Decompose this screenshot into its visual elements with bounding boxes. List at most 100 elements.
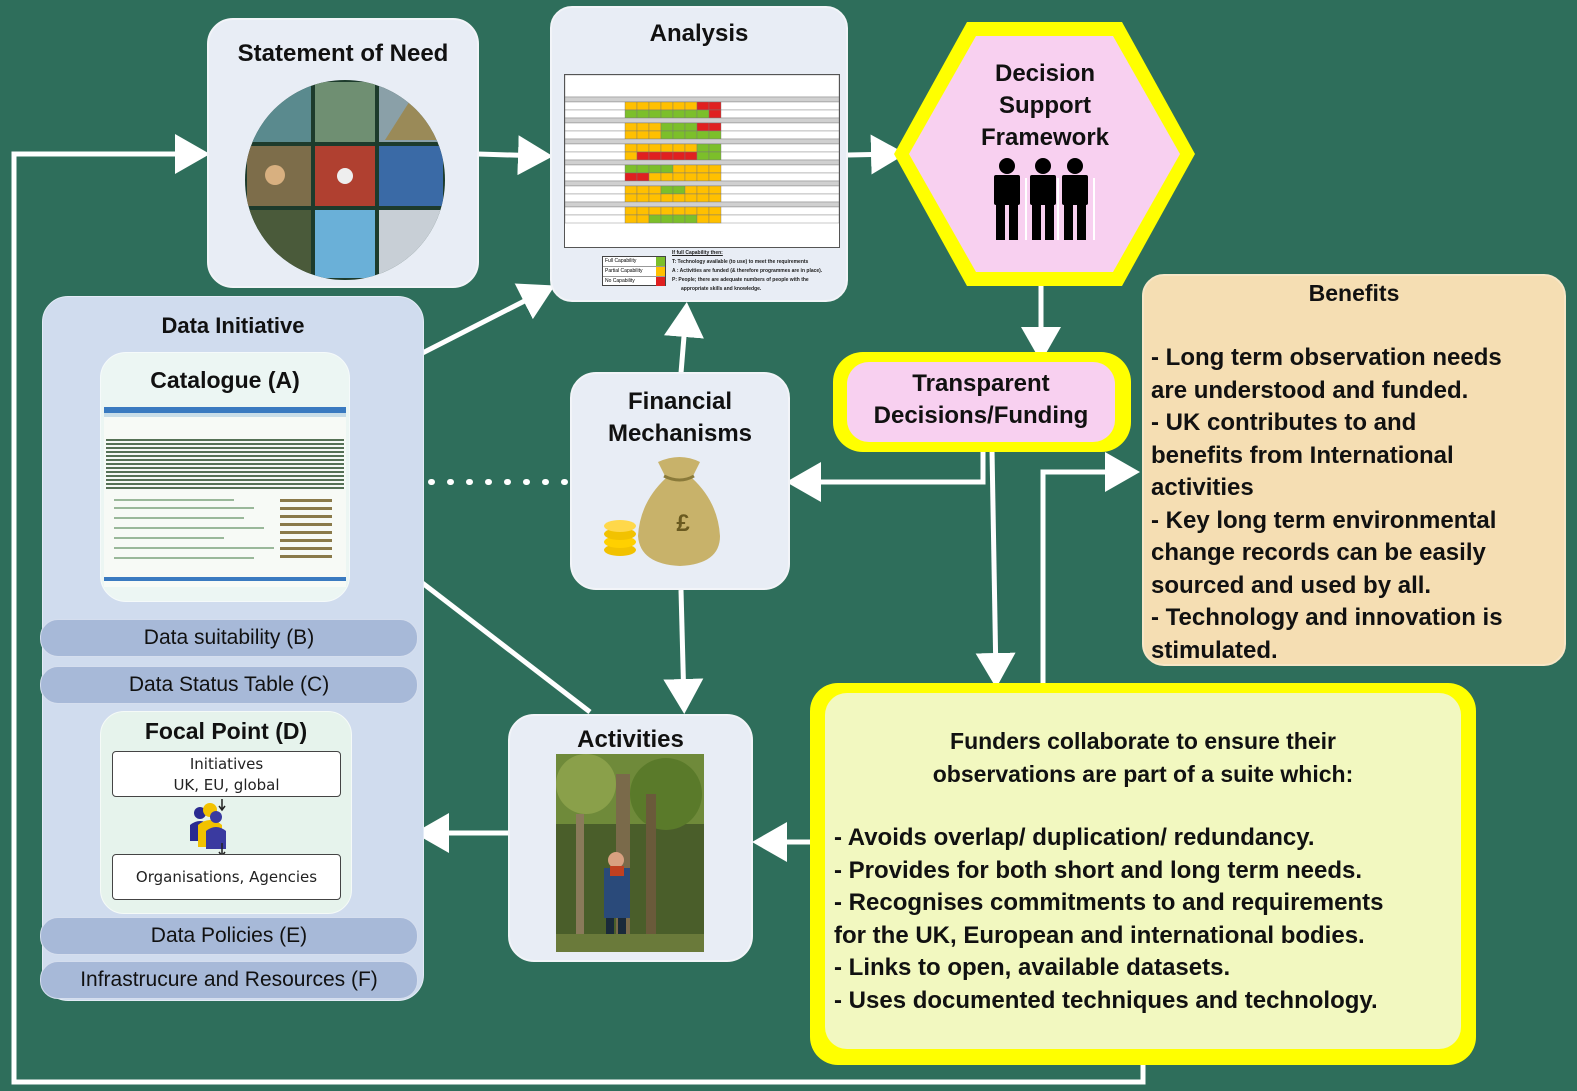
benefits-title: Benefits bbox=[1308, 280, 1400, 306]
table-cell bbox=[684, 206, 698, 216]
benefit-line: stimulated. bbox=[1151, 636, 1278, 664]
funders-box: Funders collaborate to ensure their obse… bbox=[825, 693, 1461, 1049]
notes-t: T: Technology available (to use) to meet… bbox=[672, 259, 809, 265]
table-cell bbox=[696, 130, 710, 140]
table-group-row bbox=[564, 138, 840, 145]
table-cell bbox=[624, 122, 638, 132]
funders-line: - Provides for both short and long term … bbox=[834, 856, 1363, 884]
people-icon bbox=[994, 158, 1088, 240]
data-status-table-pill[interactable]: Data Status Table (C) bbox=[40, 666, 418, 704]
table-cell bbox=[624, 143, 638, 153]
table-cell bbox=[648, 130, 662, 140]
transparent-decisions-box: Transparent Decisions/Funding bbox=[847, 362, 1115, 442]
table-cell bbox=[672, 164, 686, 174]
table-cell bbox=[708, 122, 722, 132]
benefits-box: Benefits - Long term observation needs a… bbox=[1142, 274, 1566, 666]
table-cell bbox=[684, 143, 698, 153]
table-cell bbox=[660, 143, 674, 153]
table-cell bbox=[708, 130, 722, 140]
funders-line: for the UK, European and international b… bbox=[834, 921, 1365, 949]
table-cell bbox=[672, 214, 686, 224]
benefit-line: - Long term observation needs bbox=[1151, 344, 1502, 371]
table-cell bbox=[696, 193, 710, 203]
funders-line: - Links to open, available datasets. bbox=[834, 954, 1231, 981]
table-cell bbox=[624, 206, 638, 216]
decision-line-2: Support bbox=[999, 92, 1091, 119]
notes-p2: appropriate skills and knowledge. bbox=[681, 286, 762, 292]
table-cell bbox=[660, 122, 674, 132]
table-cell bbox=[660, 109, 674, 119]
transparent-line-1: Transparent bbox=[912, 370, 1050, 397]
initiatives-line-2: UK, EU, global bbox=[173, 776, 280, 794]
table-cell bbox=[660, 193, 674, 203]
notes-title: If full Capability then: bbox=[672, 250, 723, 256]
pound-symbol: £ bbox=[676, 510, 690, 537]
table-cell bbox=[648, 214, 662, 224]
capability-legend: Full Capability Partial Capability No Ca… bbox=[602, 256, 666, 286]
table-cell bbox=[648, 122, 662, 132]
decision-line-3: Framework bbox=[980, 124, 1110, 151]
financial-title: Financial Mechanisms bbox=[572, 386, 788, 450]
funders-heading-1: Funders collaborate to ensure their bbox=[950, 728, 1336, 754]
capability-notes: If full Capability then: T: Technology a… bbox=[672, 249, 842, 294]
table-group-row bbox=[564, 117, 840, 124]
table-cell bbox=[672, 172, 686, 182]
catalogue-screenshot bbox=[104, 407, 346, 587]
table-cell bbox=[708, 151, 722, 161]
table-cell bbox=[636, 143, 650, 153]
table-cell bbox=[684, 109, 698, 119]
table-cell bbox=[696, 185, 710, 195]
table-cell bbox=[624, 164, 638, 174]
table-cell bbox=[672, 109, 686, 119]
table-cell bbox=[696, 206, 710, 216]
benefit-line: are understood and funded. bbox=[1151, 376, 1469, 404]
table-group-row bbox=[564, 201, 840, 208]
statement-photo-collage bbox=[245, 80, 445, 280]
infrastructure-pill[interactable]: Infrastrucure and Resources (F) bbox=[40, 961, 418, 999]
table-group-row bbox=[564, 159, 840, 166]
capability-table bbox=[564, 74, 840, 248]
table-cell bbox=[660, 185, 674, 195]
feedback-loop-line bbox=[11, 134, 1146, 1085]
notes-p: P: People; there are adequate numbers of… bbox=[672, 277, 809, 283]
table-cell bbox=[672, 130, 686, 140]
legend-none: No Capability bbox=[605, 278, 635, 284]
table-cell bbox=[648, 193, 662, 203]
table-cell bbox=[624, 101, 638, 111]
table-cell bbox=[648, 101, 662, 111]
table-cell bbox=[636, 185, 650, 195]
money-bag-icon bbox=[604, 457, 720, 566]
financial-mechanisms-box: Financial Mechanisms £ bbox=[570, 372, 790, 590]
catalogue-box[interactable]: Catalogue (A) bbox=[100, 352, 350, 602]
legend-partial: Partial Capability bbox=[605, 268, 643, 274]
table-cell bbox=[708, 185, 722, 195]
data-policies-pill[interactable]: Data Policies (E) bbox=[40, 917, 418, 955]
data-suitability-pill[interactable]: Data suitability (B) bbox=[40, 619, 418, 657]
table-cell bbox=[684, 130, 698, 140]
table-cell bbox=[636, 151, 650, 161]
table-cell bbox=[624, 109, 638, 119]
table-cell bbox=[648, 164, 662, 174]
arrow-financial-activities bbox=[663, 589, 704, 714]
table-cell bbox=[708, 101, 722, 111]
table-cell bbox=[648, 185, 662, 195]
table-cell bbox=[660, 101, 674, 111]
initiatives-line-1: Initiatives bbox=[189, 755, 264, 773]
table-cell bbox=[636, 122, 650, 132]
table-cell bbox=[672, 151, 686, 161]
decision-support-hexagon bbox=[894, 22, 1195, 286]
activities-box: Activities bbox=[508, 714, 753, 962]
table-cell bbox=[624, 214, 638, 224]
focal-point-title: Focal Point (D) bbox=[144, 718, 308, 744]
table-cell bbox=[660, 206, 674, 216]
analysis-box: Analysis Full Capability Partial Capabil… bbox=[550, 6, 848, 302]
table-cell bbox=[624, 193, 638, 203]
table-cell bbox=[708, 193, 722, 203]
table-cell bbox=[708, 172, 722, 182]
table-cell bbox=[636, 206, 650, 216]
table-cell bbox=[672, 206, 686, 216]
table-cell bbox=[648, 151, 662, 161]
table-cell bbox=[684, 101, 698, 111]
table-cell bbox=[624, 151, 638, 161]
table-cell bbox=[648, 172, 662, 182]
